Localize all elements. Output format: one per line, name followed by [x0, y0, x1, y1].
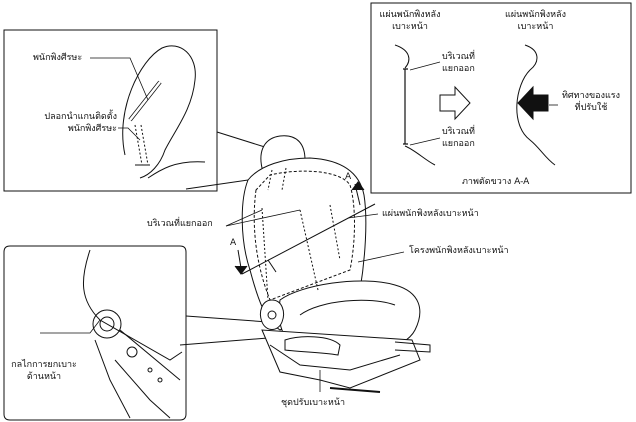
section-detach-top-line2: แยกออก — [442, 64, 475, 74]
section-detach-bottom-line1: บริเวณที่ — [442, 127, 475, 137]
section-panel-right-line2: เบาะหน้า — [517, 22, 554, 32]
label-seatback-panel: แผ่นพนักพิงหลังเบาะหน้า — [382, 209, 479, 219]
section-panel-right-line1: แผ่นพนักพิงหลัง — [505, 10, 566, 20]
leader-lines — [40, 57, 405, 392]
section-detach-bottom-line2: แยกออก — [442, 139, 475, 149]
label-detach-area: บริเวณที่แยกออก — [147, 219, 213, 229]
section-line — [234, 181, 376, 275]
section-caption: ภาพตัดขวาง A-A — [462, 177, 530, 187]
label-adjuster: ชุดปรับเบาะหน้า — [281, 398, 346, 408]
label-section-a-top: A — [345, 172, 352, 182]
label-seatback-frame: โครงพนักพิงหลังเบาะหน้า — [409, 246, 509, 256]
force-arrow-icon — [517, 85, 549, 121]
section-force-line1: ทิศทางของแรง — [561, 91, 620, 101]
cross-section-box — [370, 2, 632, 194]
label-lifter-line1: กลไกการยกเบาะ — [11, 360, 77, 370]
section-panel-left-line1: แผ่นพนักพิงหลัง — [379, 10, 441, 20]
label-headrest-guide-line1: ปลอกนำแกนติดตั้ง — [44, 112, 117, 122]
hollow-arrow-icon — [439, 85, 471, 121]
section-leaders — [409, 61, 558, 146]
lifter-inset — [3, 245, 187, 421]
headrest-inset — [3, 29, 218, 192]
label-section-a-left: A — [230, 238, 237, 248]
label-headrest: พนักพิงศีรษะ — [33, 53, 83, 63]
label-lifter-line2: ด้านหน้า — [26, 372, 62, 382]
zoom-lines — [179, 131, 269, 346]
seat-illustration — [241, 135, 431, 393]
label-headrest-guide-line2: พนักพิงศีรษะ — [67, 124, 117, 134]
section-force-line2: ที่ปรับใช้ — [574, 103, 608, 113]
section-detach-top-line1: บริเวณที่ — [442, 52, 475, 62]
section-panel-left-line2: เบาะหน้า — [392, 22, 428, 32]
